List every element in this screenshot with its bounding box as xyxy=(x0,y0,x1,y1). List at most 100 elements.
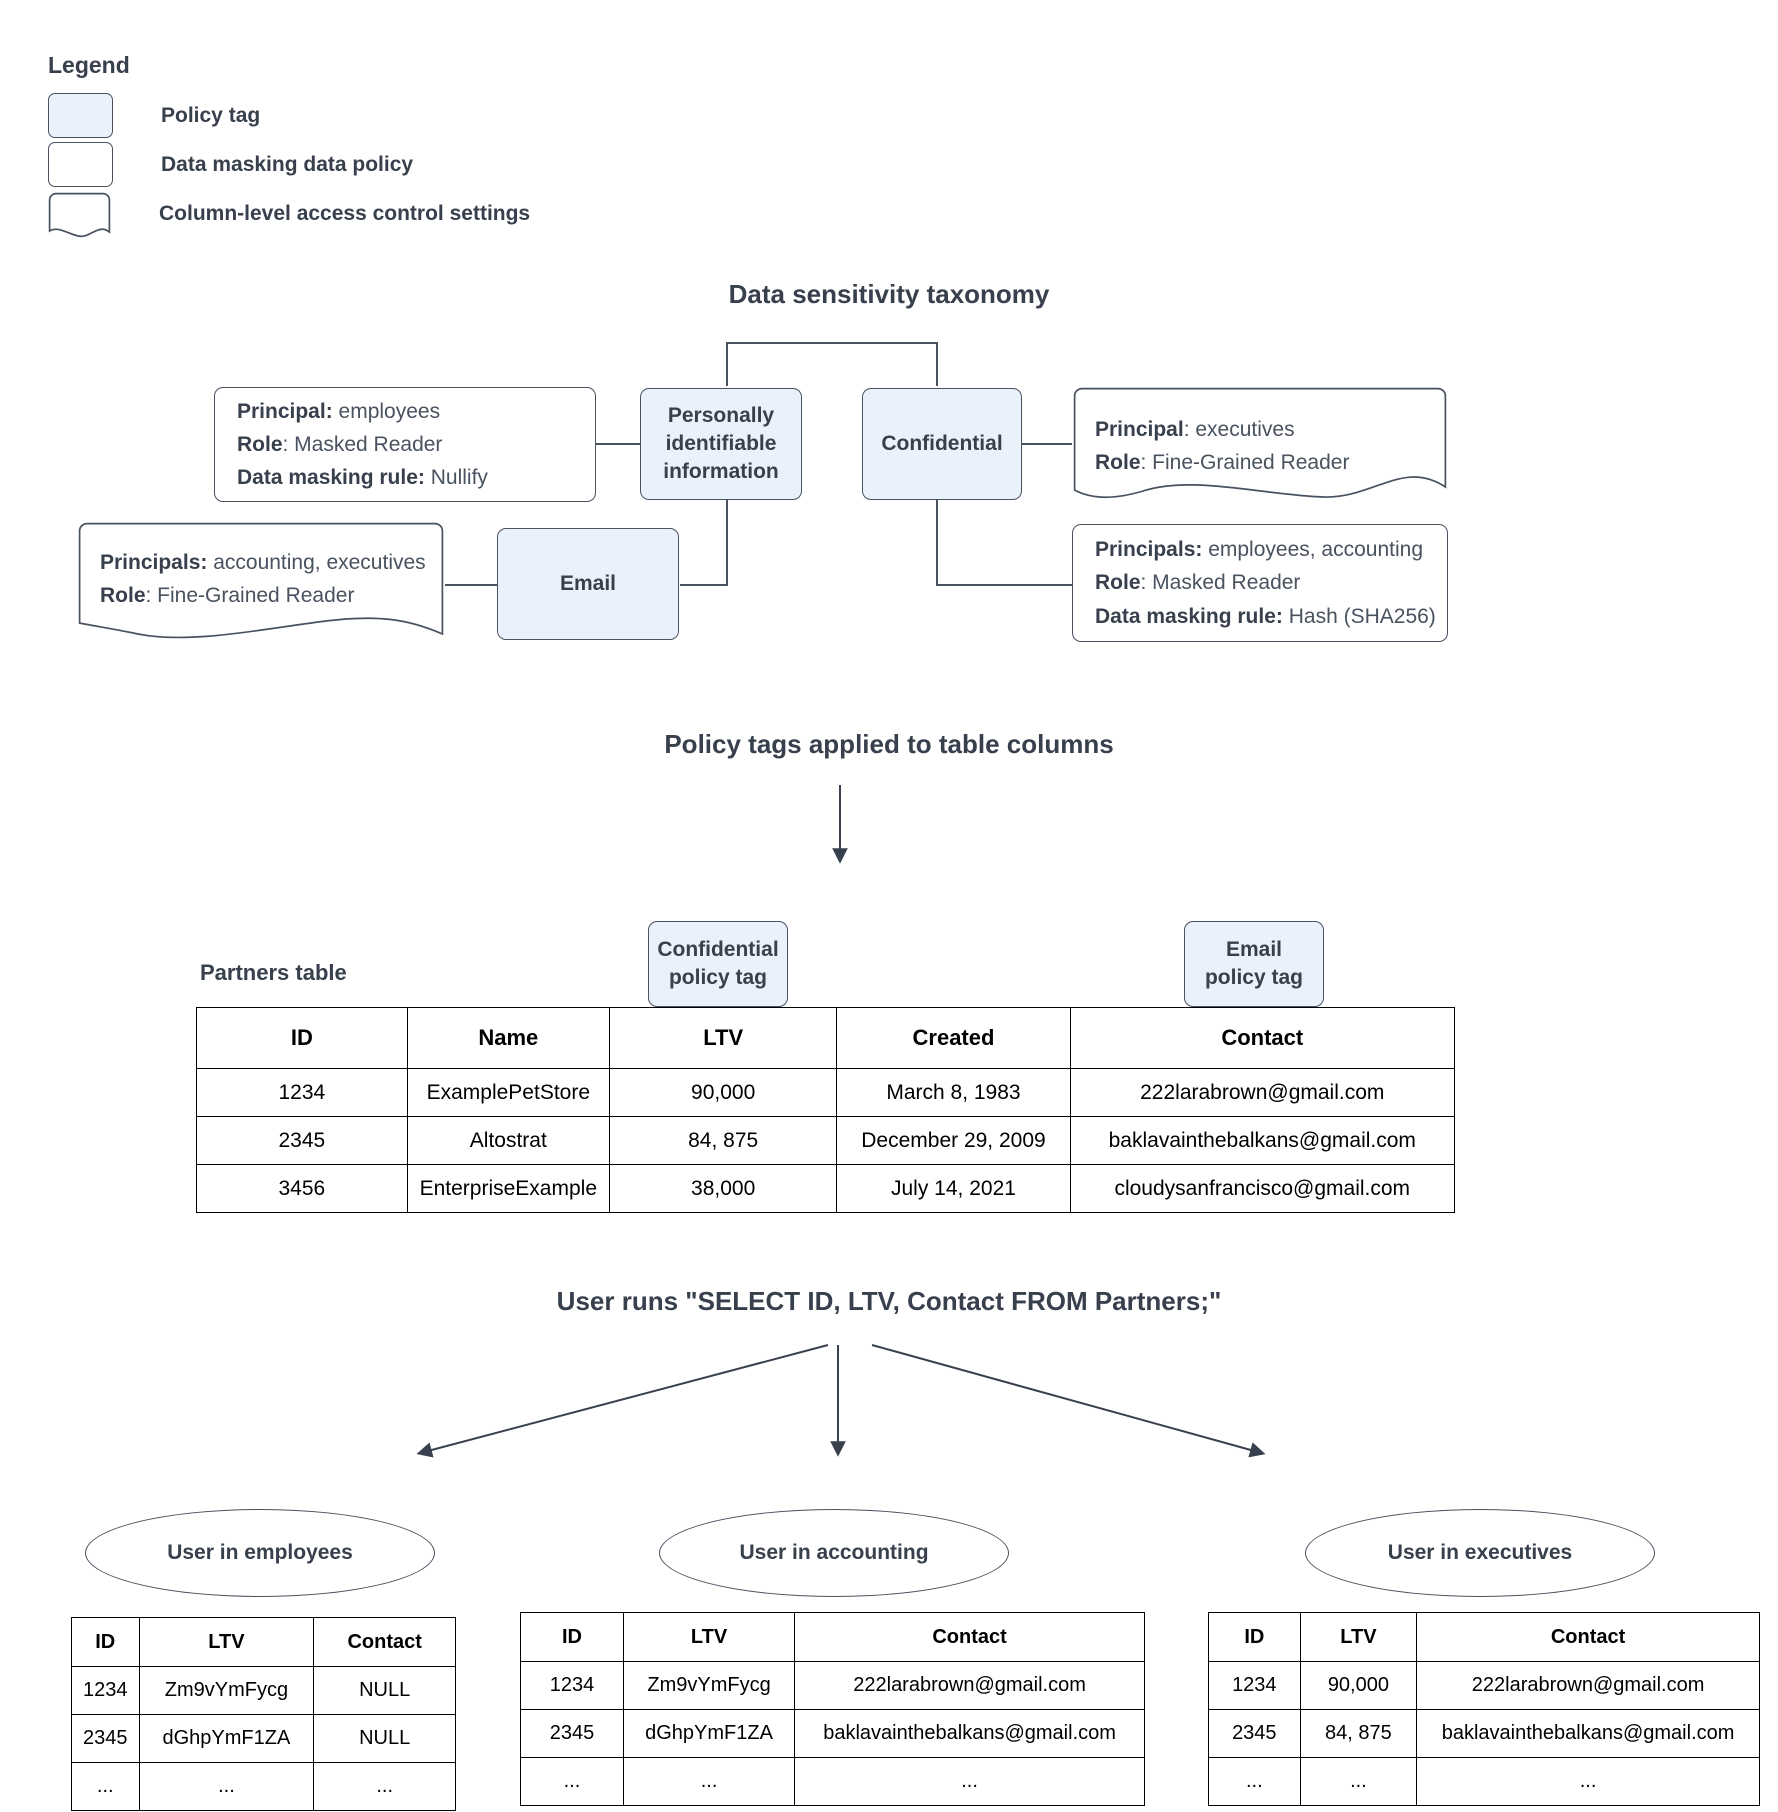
policy-line-label: Principal: xyxy=(237,399,333,423)
table-cell: dGhpYmF1ZA xyxy=(138,1714,315,1763)
table-cell: 222larabrown@gmail.com xyxy=(794,1661,1145,1710)
column-header: ID xyxy=(520,1612,624,1662)
table-cell: 1234 xyxy=(520,1661,624,1710)
policy-line-label: Role xyxy=(1095,451,1141,475)
column-header: ID xyxy=(71,1617,140,1667)
table-cell: Zm9vYmFycg xyxy=(138,1666,315,1715)
policy-tag-confidential[interactable]: Confidential xyxy=(862,388,1022,500)
legend-item-label: Policy tag xyxy=(161,103,261,127)
table-cell: 84, 875 xyxy=(608,1116,838,1165)
connector-confidential-right xyxy=(1020,443,1072,445)
table-cell: 1234 xyxy=(71,1666,140,1715)
result-role-employees[interactable]: User in employees xyxy=(85,1509,435,1597)
table-cell: NULL xyxy=(313,1666,456,1715)
table-cell: March 8, 1983 xyxy=(836,1068,1071,1117)
table-cell: ... xyxy=(138,1762,315,1811)
legend-item-column-access: Column-level access control settings xyxy=(48,189,668,238)
query-section-title: User runs "SELECT ID, LTV, Contact FROM … xyxy=(556,1286,1222,1316)
confidential-policy-tag-badge[interactable]: Confidential policy tag xyxy=(648,921,788,1007)
table-cell: 38,000 xyxy=(608,1164,838,1213)
email-access-control-box: Principals: accounting, executives Role:… xyxy=(78,522,444,640)
result-role-accounting[interactable]: User in accounting xyxy=(659,1509,1009,1597)
table-cell: Zm9vYmFycg xyxy=(622,1661,796,1710)
email-policy-tag-badge[interactable]: Email policy tag xyxy=(1184,921,1324,1007)
policy-line-value: Nullify xyxy=(424,466,488,490)
badge-line-1: Email xyxy=(1225,938,1283,962)
arrow-branch-right xyxy=(871,1344,1266,1458)
table-cell: 84, 875 xyxy=(1299,1709,1418,1758)
table-cell: ExamplePetStore xyxy=(406,1068,610,1117)
table-cell: July 14, 2021 xyxy=(836,1164,1071,1213)
policy-tag-swatch-icon xyxy=(48,93,113,138)
connector-email-left xyxy=(445,584,497,586)
table-cell: ... xyxy=(313,1762,456,1811)
table-cell: ... xyxy=(71,1762,140,1811)
table-cell: 1234 xyxy=(196,1068,408,1117)
table-row: ......... xyxy=(520,1757,1145,1806)
table-cell: ... xyxy=(1416,1757,1760,1806)
badge-line-2: policy tag xyxy=(668,966,768,989)
connector-pii-left xyxy=(595,443,643,445)
policy-line-label: Role xyxy=(1095,571,1141,595)
table-cell: 90,000 xyxy=(608,1068,838,1117)
policy-tag-label: Confidential xyxy=(881,432,1003,456)
policy-line-label: Role xyxy=(100,584,146,608)
table-cell: baklavainthebalkans@gmail.com xyxy=(1416,1709,1760,1758)
table-cell: ... xyxy=(520,1757,624,1806)
table-cell: ... xyxy=(1299,1757,1418,1806)
column-header: Name xyxy=(406,1007,610,1069)
table-cell: 2345 xyxy=(71,1714,140,1763)
policy-line-value: employees xyxy=(332,399,441,423)
legend: Legend Policy tag Data masking data poli… xyxy=(48,52,668,238)
pii-data-masking-policy-box: Principal: employees Role: Masked Reader… xyxy=(214,387,596,502)
column-header: LTV xyxy=(138,1617,315,1667)
table-cell: 222larabrown@gmail.com xyxy=(1069,1068,1456,1117)
result-role-executives[interactable]: User in executives xyxy=(1305,1509,1655,1597)
policy-tag-email[interactable]: Email xyxy=(497,528,679,640)
policy-line-label: Data masking rule: xyxy=(1095,604,1283,628)
table-cell: 2345 xyxy=(1208,1709,1301,1758)
legend-item-data-masking: Data masking data policy xyxy=(48,140,668,189)
connector-confidential-down xyxy=(936,500,938,585)
table-cell: baklavainthebalkans@gmail.com xyxy=(1069,1116,1456,1165)
role-label: User in employees xyxy=(167,1541,353,1564)
data-masking-swatch-icon xyxy=(48,142,113,187)
table-cell: cloudysanfrancisco@gmail.com xyxy=(1069,1164,1456,1213)
column-access-swatch-icon xyxy=(48,192,111,238)
table-cell: NULL xyxy=(313,1714,456,1763)
policy-line-label: Principal xyxy=(1095,418,1184,441)
column-header: Created xyxy=(836,1007,1071,1069)
policy-tag-pii[interactable]: Personally identifiable information xyxy=(640,388,802,500)
legend-item-policy-tag: Policy tag xyxy=(48,91,668,140)
policy-line-value: Hash (SHA256) xyxy=(1282,604,1436,628)
table-cell: ... xyxy=(794,1757,1145,1806)
table-cell: 2345 xyxy=(196,1116,408,1165)
badge-line-1: Confidential xyxy=(657,938,779,962)
connector-pii-down xyxy=(726,500,728,585)
table-cell: EnterpriseExample xyxy=(406,1164,610,1213)
policy-line-value: : Fine-Grained Reader xyxy=(1140,451,1350,475)
column-header: ID xyxy=(196,1007,408,1069)
applied-section-title: Policy tags applied to table columns xyxy=(664,729,1114,759)
policy-line-label: Principals: xyxy=(1095,538,1203,562)
policy-line-value: : Fine-Grained Reader xyxy=(145,584,355,608)
column-header: Contact xyxy=(1069,1007,1456,1069)
policy-line-value: : executives xyxy=(1183,418,1295,441)
table-row: ......... xyxy=(71,1762,456,1811)
taxonomy-section-title: Data sensitivity taxonomy xyxy=(728,279,1050,309)
policy-line-value: employees, accounting xyxy=(1202,538,1424,562)
table-cell: Altostrat xyxy=(406,1116,610,1165)
